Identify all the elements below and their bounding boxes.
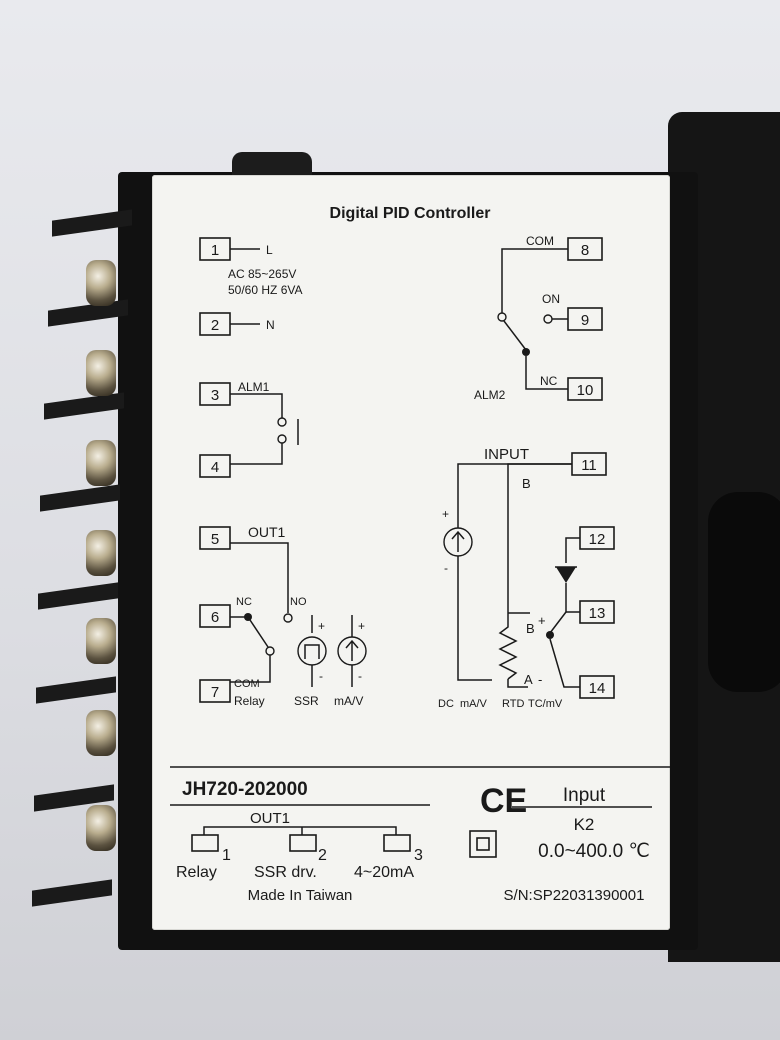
terminal-1-number: 1 — [211, 242, 219, 259]
terminal-9-box — [567, 307, 603, 331]
terminal-4-box — [199, 454, 231, 478]
terminal-4-number: 4 — [211, 459, 219, 476]
terminal-2-number: 2 — [211, 317, 219, 334]
input-tcmv-label: TC/mV — [528, 698, 563, 710]
spec-sensor: K2 — [574, 815, 595, 834]
out1-option-4-20ma-box — [383, 834, 411, 852]
input-label: INPUT — [484, 446, 529, 463]
alm2-nc-label: NC — [540, 374, 558, 388]
out1-label: OUT1 — [248, 524, 286, 540]
bezel-shadow — [708, 492, 780, 692]
terminal-fin — [40, 484, 120, 512]
tc-minus: - — [538, 672, 542, 687]
ssr-label: SSR — [294, 694, 319, 708]
terminal-10-number: 10 — [577, 382, 594, 399]
out1-nc-label: NC — [236, 596, 252, 608]
terminal-3-number: 3 — [211, 387, 219, 404]
diagram-title: Digital PID Controller — [330, 205, 491, 222]
terminal-7-number: 7 — [211, 684, 219, 701]
terminal-6-box — [199, 604, 231, 628]
terminal-14-number: 14 — [589, 680, 606, 697]
model-number: JH720-202000 — [182, 779, 308, 800]
dc-minus: - — [444, 561, 448, 575]
input-dc-mav-label: mA/V — [460, 698, 488, 710]
out1-option-relay: Relay — [176, 864, 217, 881]
out1-com-label: COM — [234, 678, 260, 690]
out1-option-4-20ma: 4~20mA — [354, 864, 414, 881]
diode-symbol — [556, 567, 576, 583]
out1-relay-label: Relay — [234, 694, 265, 708]
tc-plus: + — [538, 613, 546, 628]
mounting-clip — [232, 152, 312, 178]
terminal-14-box — [579, 675, 615, 699]
spec-range: 0.0~400.0 ℃ — [538, 841, 650, 862]
out1-options-title: OUT1 — [250, 810, 290, 827]
terminal-fin — [44, 392, 124, 420]
alm1-label: ALM1 — [238, 380, 270, 394]
terminal-fin — [38, 582, 118, 610]
terminal-8-number: 8 — [581, 242, 589, 259]
out1-option-ssr: SSR drv. — [254, 864, 317, 881]
dc-plus: + — [442, 507, 449, 521]
ssr-minus: - — [319, 669, 323, 683]
ce-mark: CE — [480, 782, 527, 820]
power-l-label: L — [266, 243, 273, 257]
power-voltage: AC 85~265V — [228, 267, 296, 281]
terminal-13-number: 13 — [589, 605, 606, 622]
terminal-screw — [86, 530, 116, 576]
terminal-7-box — [199, 679, 231, 703]
ssr-source-symbol — [297, 636, 327, 666]
terminal-screw — [86, 710, 116, 756]
alm2-label: ALM2 — [474, 388, 506, 402]
mav-label: mA/V — [334, 694, 363, 708]
terminal-fin — [32, 879, 112, 907]
terminal-screw — [86, 618, 116, 664]
origin-label: Made In Taiwan — [248, 887, 353, 904]
terminal-13-box — [579, 600, 615, 624]
power-frequency: 50/60 HZ 6VA — [228, 283, 302, 297]
terminal-5-number: 5 — [211, 531, 219, 548]
terminal-screw — [86, 350, 116, 396]
input-dc-label: DC — [438, 698, 454, 710]
serial-number: S/N:SP22031390001 — [504, 887, 645, 904]
mav-minus: - — [358, 669, 362, 683]
out1-option-2-number: 2 — [318, 847, 327, 864]
rtd-a-label: A — [524, 672, 533, 687]
out1-option-ssr-box — [289, 834, 317, 852]
terminal-6-number: 6 — [211, 609, 219, 626]
out1-no-label: NO — [290, 596, 307, 608]
terminal-fin — [36, 676, 116, 704]
terminal-fin — [48, 299, 128, 327]
terminal-9-number: 9 — [581, 312, 589, 329]
ssr-plus: + — [318, 619, 325, 633]
terminal-10-box — [567, 377, 603, 401]
alm2-on-label: ON — [542, 292, 560, 306]
terminal-12-number: 12 — [589, 531, 606, 548]
alm2-com-label: COM — [526, 234, 554, 248]
input-b-top: B — [522, 476, 531, 491]
wiring-diagram: Digital PID Controller 1 L AC 85~265V 50… — [170, 205, 670, 904]
terminal-screw — [86, 260, 116, 306]
double-insulation-symbol — [469, 830, 497, 858]
out1-option-1-number: 1 — [222, 847, 231, 864]
terminal-5-box — [199, 526, 231, 550]
input-rtd-label: RTD — [502, 698, 524, 710]
terminal-11-number: 11 — [581, 457, 597, 474]
terminal-screw — [86, 805, 116, 851]
wiring-label: Digital PID Controller 1 L AC 85~265V 50… — [152, 175, 670, 930]
spec-input-label: Input — [563, 785, 606, 806]
out1-option-relay-box — [191, 834, 219, 852]
terminal-screw — [86, 440, 116, 486]
out1-option-3-number: 3 — [414, 847, 423, 864]
rtd-b-label: B — [526, 621, 535, 636]
power-n-label: N — [266, 318, 275, 332]
mav-plus: + — [358, 619, 365, 633]
